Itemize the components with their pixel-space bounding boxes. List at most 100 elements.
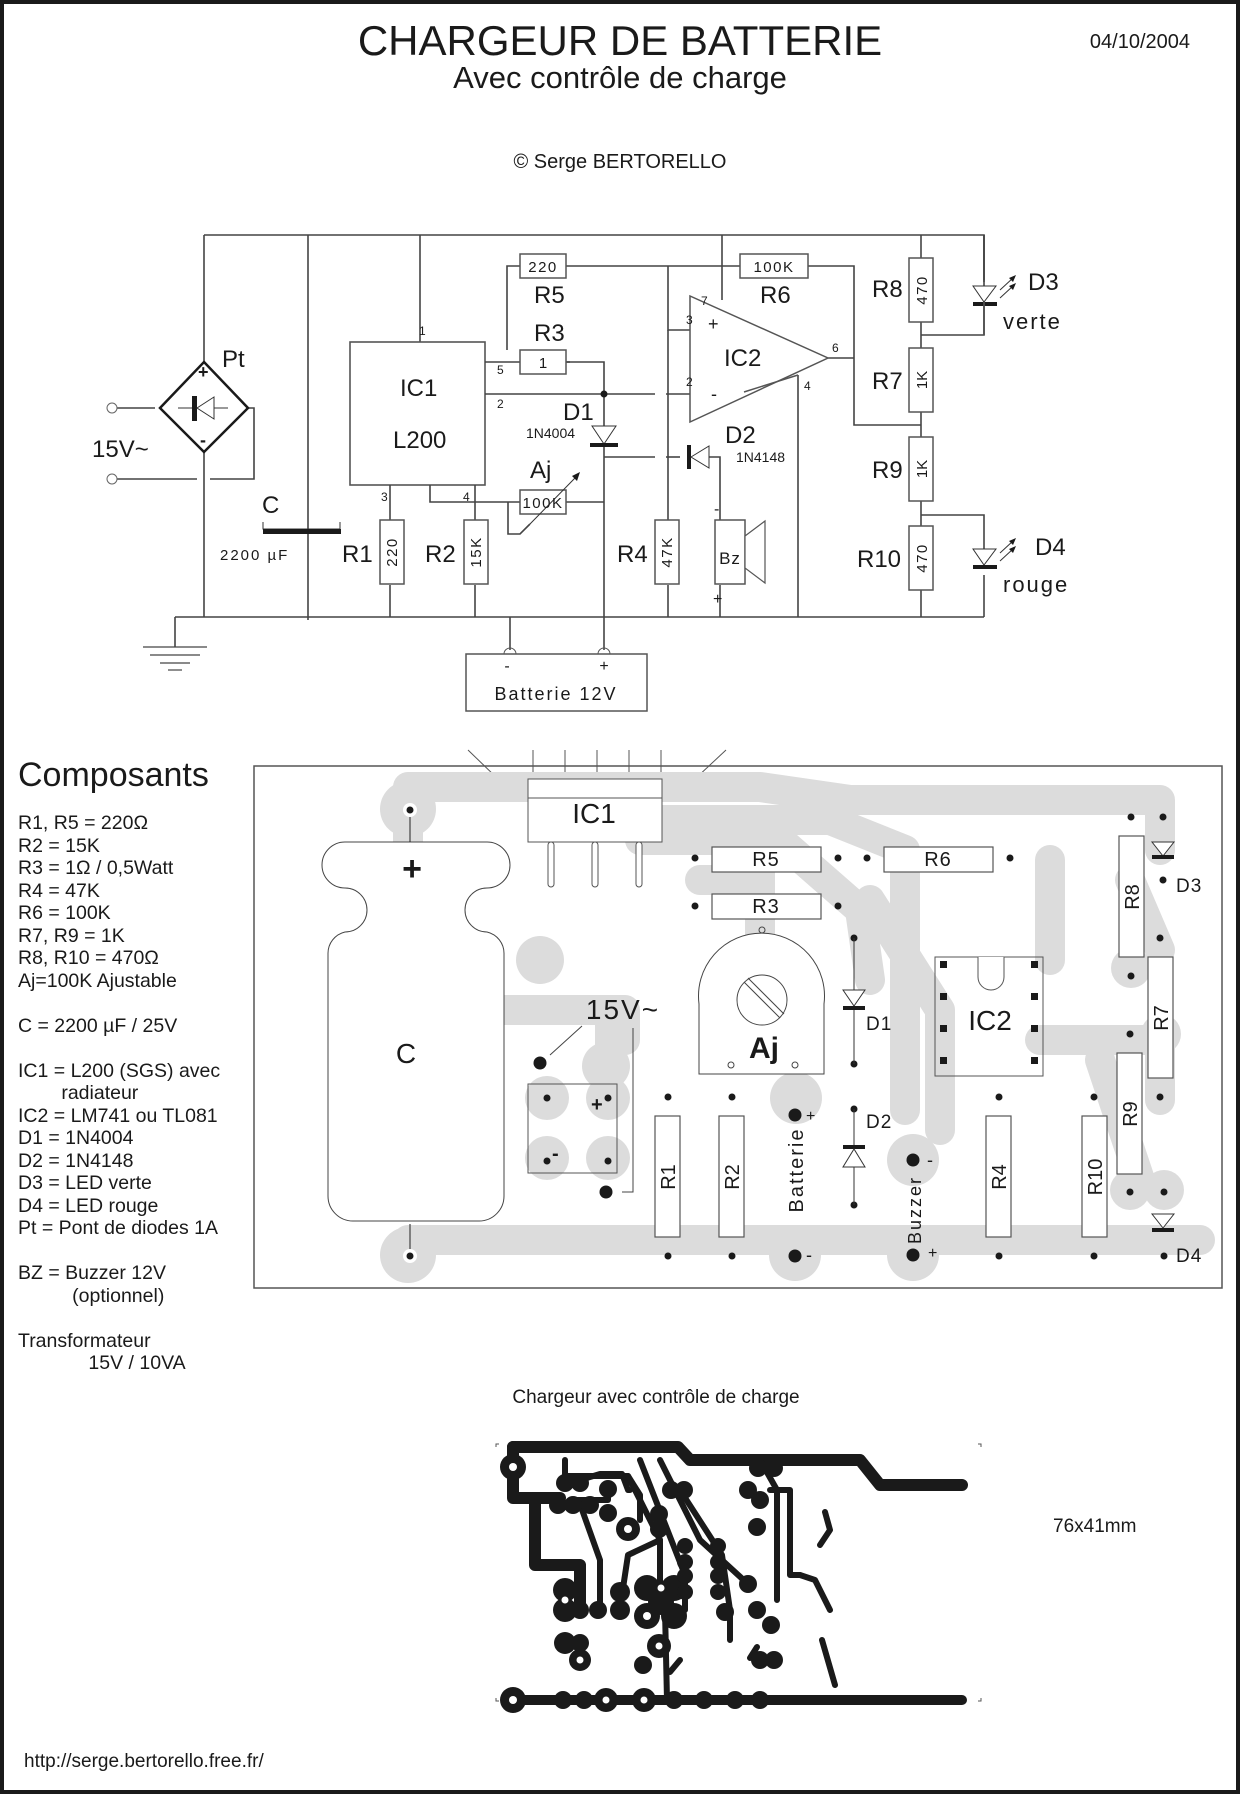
- date: 04/10/2004: [1089, 31, 1190, 53]
- capacitor-value: 2200 µF: [220, 547, 289, 564]
- ic2-pin-7: 7: [701, 294, 708, 308]
- r7-label: R7: [872, 368, 903, 395]
- d4-color: rouge: [1003, 572, 1069, 597]
- r8-label: R8: [872, 276, 903, 303]
- layout-r6-label: R6: [924, 849, 952, 871]
- bridge-label: Pt: [222, 346, 245, 373]
- d2-part: 1N4148: [736, 449, 785, 465]
- ic2-label: IC2: [724, 345, 761, 372]
- r1-value: 220: [384, 537, 401, 567]
- c-outline: [321, 841, 511, 1222]
- layout-r5-label: R5: [752, 849, 780, 871]
- buzzer-minus: -: [714, 501, 719, 518]
- layout-r6: [883, 846, 994, 873]
- r2-value: 15K: [468, 536, 485, 567]
- bridge-rectifier: [158, 360, 250, 454]
- component-layout: IC1 IC2 C + 15V~ + - R5 R3 R6 R1 R2 R4 R…: [253, 749, 1223, 1289]
- r1-label: R1: [342, 541, 373, 568]
- layout-ic1-label: IC1: [572, 798, 616, 829]
- r5-body: [519, 253, 567, 279]
- layout-r2-label: R2: [722, 1164, 744, 1190]
- pcb-crop-marks: [495, 1443, 982, 1702]
- aj-value: 100K: [522, 495, 563, 512]
- layout-d3-label: D3: [1176, 876, 1202, 897]
- r10-label: R10: [857, 546, 901, 573]
- buzzer-label: Bz: [719, 549, 741, 568]
- layout-d4: [1150, 1213, 1176, 1232]
- d2-symbol: [687, 445, 710, 469]
- layout-d2: [842, 1109, 866, 1205]
- component-line: R8, R10 = 470Ω: [18, 947, 159, 969]
- layout-d4-label: D4: [1176, 1246, 1202, 1267]
- component-line: R7, R9 = 1K: [18, 924, 125, 947]
- r3-body: [519, 349, 567, 375]
- pcb-pads: [500, 1454, 783, 1713]
- layout-battery-label: Batterie: [786, 1128, 808, 1213]
- component-line: Transformateur: [18, 1329, 151, 1352]
- component-line: (optionnel): [18, 1284, 165, 1307]
- ic1-part: L200: [393, 427, 446, 454]
- layout-buzzer-label: Buzzer: [905, 1176, 925, 1244]
- copyright: © Serge BERTORELLO: [513, 151, 727, 173]
- footer-url[interactable]: http://serge.bertorello.free.fr/: [24, 1751, 264, 1772]
- ic1-pin-1: 1: [419, 324, 426, 338]
- r7-value: 1K: [914, 371, 931, 389]
- components-title: Composants: [18, 756, 209, 794]
- layout-aj-trimmer: [698, 926, 825, 1075]
- d1-symbol: [590, 425, 618, 447]
- layout-aj-label: Aj: [749, 1032, 779, 1065]
- layout-r8-label: R8: [1122, 884, 1144, 910]
- d1-label: D1: [563, 399, 594, 426]
- ic2-minus: -: [711, 384, 717, 404]
- r10-value: 470: [914, 543, 931, 573]
- component-line: D3 = LED verte: [18, 1172, 152, 1194]
- d4-led-symbol: [972, 538, 1016, 569]
- ac-terminal-2: [106, 473, 118, 485]
- layout-r1: [654, 1115, 681, 1238]
- component-line: Pt = Pont de diodes 1A: [18, 1217, 219, 1239]
- r9-value: 1K: [914, 460, 931, 478]
- layout-ic2-label: IC2: [968, 1005, 1012, 1036]
- layout-c-label: C: [396, 1038, 416, 1069]
- junction-dot: [600, 390, 608, 398]
- battery-box: [465, 653, 648, 712]
- r9-label: R9: [872, 457, 903, 484]
- component-line: IC2 = LM741 ou TL081: [18, 1104, 218, 1127]
- aj-label: Aj: [530, 457, 551, 484]
- component-line: D4 = LED rouge: [18, 1194, 159, 1217]
- ic1-pin-5: 5: [497, 363, 504, 377]
- capacitor-label: C: [262, 492, 279, 519]
- ic2-pin-7-wrap: 7: [701, 294, 708, 308]
- r2-label: R2: [425, 541, 456, 568]
- ic2-opamp: [689, 294, 830, 424]
- supply-label: 15V~: [92, 436, 149, 463]
- layout-battery-plus: +: [806, 1108, 815, 1125]
- layout-d1: [842, 938, 866, 1064]
- layout-r7: [1147, 956, 1174, 1079]
- layout-buzzer-minus: -: [927, 1150, 933, 1170]
- layout-r9-label: R9: [1120, 1101, 1142, 1127]
- battery-plus: +: [599, 658, 608, 675]
- layout-buzzer-plus: +: [928, 1245, 937, 1262]
- component-line: Aj=100K Ajustable: [18, 969, 177, 992]
- r6-value: 100K: [753, 259, 794, 276]
- component-line: R4 = 47K: [18, 879, 100, 902]
- component-line: R2 = 15K: [18, 834, 100, 857]
- layout-bridge: [527, 1083, 618, 1174]
- layout-d1-label: D1: [866, 1014, 892, 1035]
- r6-body: [739, 253, 809, 279]
- layout-r4: [985, 1115, 1012, 1238]
- r4-body: [654, 519, 680, 585]
- r6-label: R6: [760, 282, 791, 309]
- d2-label: D2: [725, 422, 756, 449]
- layout-r10-label: R10: [1085, 1159, 1107, 1196]
- layout-r2: [718, 1115, 745, 1238]
- d3-color: verte: [1003, 309, 1062, 334]
- ic2-pin-2: 2: [686, 375, 693, 389]
- ic1-label: IC1: [400, 375, 437, 402]
- pcb-title: Chargeur avec contrôle de charge: [512, 1387, 800, 1408]
- ic1-outline: [527, 778, 663, 843]
- component-line: R1, R5 = 220Ω: [18, 812, 149, 834]
- r2-body: [463, 519, 489, 585]
